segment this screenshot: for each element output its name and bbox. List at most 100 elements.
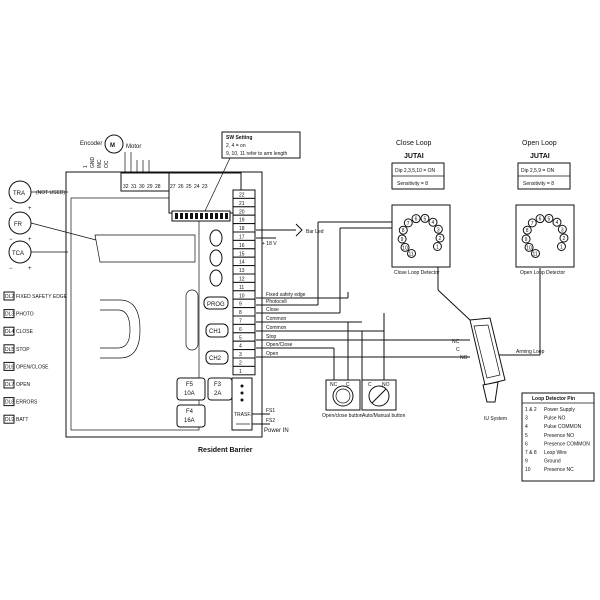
encoder-label: Encoder <box>80 141 102 147</box>
led-id: DL6 <box>5 364 14 370</box>
top-pin-24: 24 <box>194 184 200 190</box>
pin-table-function: Presence NC <box>544 467 574 473</box>
fuse-f5-rating: 10A <box>184 391 195 397</box>
top-pin-25: 25 <box>186 184 192 190</box>
led-id: DL8 <box>5 400 14 406</box>
top-pin-31: 31 <box>131 184 137 190</box>
led-label: BATT <box>16 417 28 423</box>
detector-pin-number: 8 <box>402 228 405 234</box>
detector-pin-number: 1 <box>436 245 439 251</box>
photocell-label: Photocell <box>266 299 287 305</box>
terminal-number: 3 <box>239 352 242 358</box>
top-pin-23: 23 <box>202 184 208 190</box>
open-loop-sensitivity: Sensitivity = 8 <box>523 181 554 187</box>
pin-table-pin: 5 <box>525 433 528 439</box>
led-label: OPEN/CLOSE <box>16 364 49 370</box>
fuse-f3-rating: 2A <box>214 391 221 397</box>
close-loop-title: Close Loop <box>396 140 432 147</box>
detector-pin <box>411 214 421 224</box>
detector-pin <box>544 213 554 223</box>
detector-pin <box>522 225 532 235</box>
detector-pin-number: 5 <box>423 216 426 222</box>
led-label: PHOTO <box>16 312 34 318</box>
open-close-label: Open/Close <box>266 342 293 348</box>
detector-pin <box>435 233 445 243</box>
terminal-number: 9 <box>239 302 242 308</box>
led-id: DL3 <box>5 312 14 318</box>
pin-table-function: Ground <box>544 459 561 465</box>
arming-loop-label: Arming Loop <box>516 349 545 355</box>
trasf-connector <box>231 377 253 431</box>
led-label: CLOSE <box>16 329 34 335</box>
detector-pin-number: 4 <box>555 220 558 226</box>
open-close-button-label: Open/close button <box>322 413 363 419</box>
led-label: STOP <box>16 347 30 353</box>
terminal-cell <box>232 357 256 367</box>
ch2-button[interactable] <box>205 350 229 365</box>
terminal-number: 17 <box>239 235 245 241</box>
svg-text:−: − <box>9 206 13 212</box>
board-relay <box>185 289 199 351</box>
trimmer-1[interactable] <box>209 229 223 247</box>
svg-text:+: + <box>28 266 32 272</box>
board-heatsink <box>100 299 141 359</box>
detector-pin-number: 3 <box>561 227 564 233</box>
terminal-number: 12 <box>239 277 245 283</box>
svg-text:+: + <box>28 206 32 212</box>
detector-pin-number: 2 <box>562 236 565 242</box>
fuse-f3-name: F3 <box>214 382 222 388</box>
svg-text:INC: INC <box>97 159 103 168</box>
plus-18v-label: + 18 V <box>262 241 277 247</box>
terminal-number: 4 <box>239 344 242 350</box>
terminal-number: 1 <box>239 369 242 375</box>
trimmer-3[interactable] <box>209 269 223 287</box>
open-loop-section: Open Loop JUTAI Dip 2,5,9 = ON Sensitivi… <box>515 140 575 276</box>
top-connector-right <box>168 172 242 214</box>
detector-pin <box>556 242 566 251</box>
pin-table-pin: 9 <box>525 459 528 465</box>
close-label: Close <box>266 307 279 313</box>
terminal-cell <box>232 298 256 309</box>
led-id: DL5 <box>5 347 14 353</box>
detector-pin <box>557 224 567 234</box>
terminal-cell <box>232 307 256 317</box>
ch1-button[interactable] <box>205 323 229 338</box>
detector-pin-number: 1 <box>560 245 563 251</box>
top-pin-27: 27 <box>170 184 176 190</box>
terminal-cell <box>232 365 256 376</box>
terminal-number: 18 <box>239 226 245 232</box>
terminal-number: 13 <box>239 268 245 274</box>
detector-pin <box>400 242 410 252</box>
open-loop-detector-label: Open Loop Detector <box>520 270 565 276</box>
external-buttons: NC C Open/close button C NO Auto/Manual … <box>322 379 406 419</box>
fs1-label: FS1 <box>266 408 275 414</box>
terminal-number: 22 <box>239 193 245 199</box>
bar-led-arrow <box>295 223 303 237</box>
detector-pin <box>535 214 545 224</box>
detector-pin <box>428 217 438 227</box>
led-label: FIXED SAFETY EDGE <box>16 294 68 300</box>
iu-system: IU System <box>469 317 507 422</box>
ch1-label: CH1 <box>209 329 222 335</box>
led-indicator <box>3 414 15 424</box>
ch2-label: CH2 <box>209 356 222 362</box>
terminal-number: 19 <box>239 218 245 224</box>
open-loop-title: Open Loop <box>522 140 557 147</box>
board-title: Resident Barrier <box>198 447 253 454</box>
detector-pin <box>403 218 413 228</box>
prog-button[interactable] <box>203 296 229 310</box>
no-label: NO <box>460 355 468 361</box>
trimmer-2[interactable] <box>209 249 223 267</box>
led-indicator <box>3 379 15 389</box>
top-pin-labels: 32 31 30 29 28 27 26 25 24 23 <box>123 184 208 190</box>
detector-pin-number: 8 <box>526 228 529 234</box>
detector-pin <box>524 242 534 252</box>
svg-text:C: C <box>346 382 350 388</box>
close-loop-brand: JUTAI <box>404 153 424 160</box>
terminal-number: 11 <box>239 285 244 291</box>
pin-table-function: Presence COMMON <box>544 441 590 447</box>
detector-pin <box>398 225 408 235</box>
